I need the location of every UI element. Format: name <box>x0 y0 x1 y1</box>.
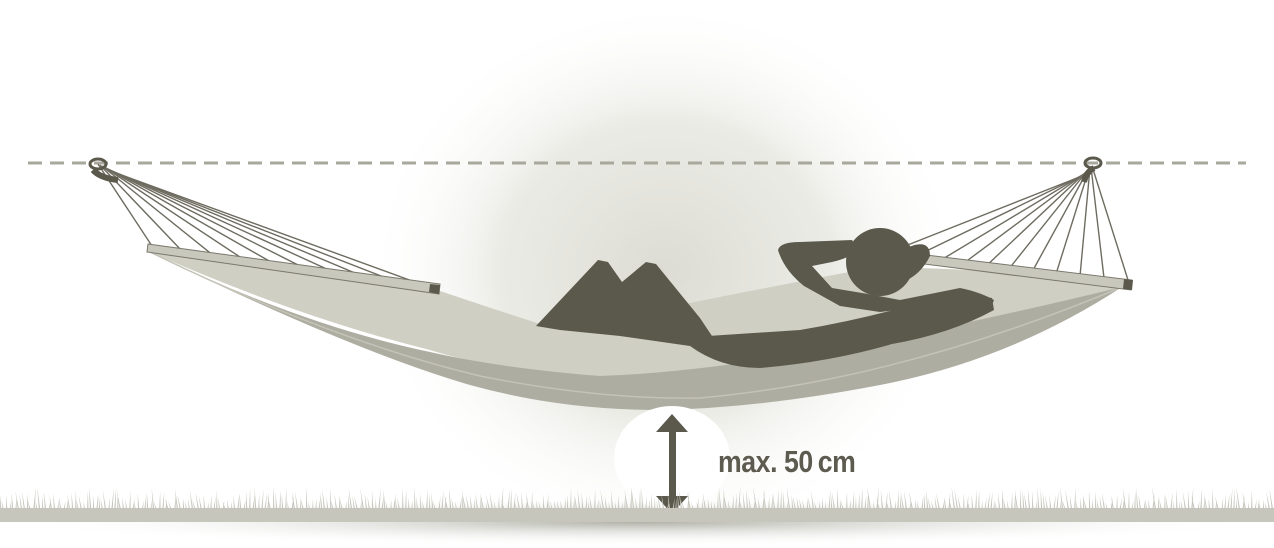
ground-strip <box>0 508 1274 522</box>
max-height-label: max. 50 cm <box>718 444 855 480</box>
